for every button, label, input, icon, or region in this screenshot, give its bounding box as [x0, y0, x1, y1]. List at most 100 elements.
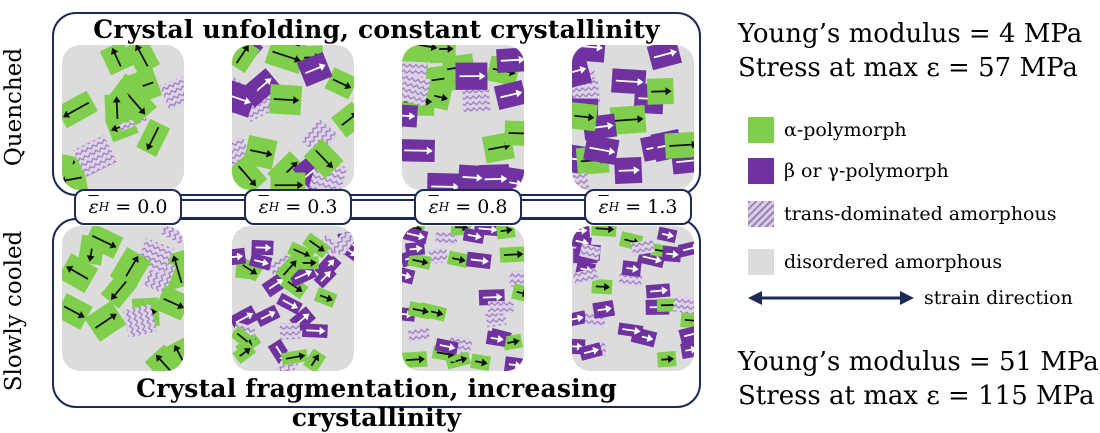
alpha-crystal	[313, 287, 338, 308]
trans-crystal	[428, 247, 448, 265]
trans-crystal	[435, 231, 458, 245]
alpha-crystal	[407, 301, 433, 320]
strain-symbol: ε	[428, 196, 439, 218]
beta-crystal	[572, 53, 592, 90]
trans-crystal	[330, 229, 354, 257]
beta-crystal	[248, 252, 273, 271]
beta-crystal	[434, 338, 459, 355]
morphology-graphic	[232, 45, 354, 190]
trans-crystal	[300, 118, 339, 157]
morphology-graphic	[62, 45, 184, 190]
beta-crystal	[402, 103, 418, 128]
beta-crystal	[661, 245, 682, 263]
slowly-cooled-side-label: Slowly cooled	[1, 230, 27, 392]
trans-crystal	[630, 239, 655, 256]
morphology-graphic	[402, 226, 524, 371]
legend-trans: trans-dominated amorphous	[748, 201, 1057, 227]
beta-crystal	[313, 265, 337, 289]
strain-symbol: ε	[598, 196, 609, 218]
morphology-graphic	[402, 45, 524, 190]
trans-crystal	[509, 271, 524, 288]
beta-crystal	[617, 322, 644, 338]
morphology-quenched-3	[572, 45, 694, 190]
quenched-modulus: Young’s modulus = 4 MPa	[738, 19, 1083, 49]
beta-crystal	[288, 263, 317, 288]
beta-crystal	[621, 260, 642, 277]
strain-value: = 1.3	[625, 196, 678, 218]
alpha-crystal	[591, 278, 613, 295]
strain-symbol: ε	[88, 196, 99, 218]
alpha-crystal	[243, 134, 278, 170]
trans-crystal	[122, 304, 157, 338]
beta-crystal	[455, 62, 488, 90]
alpha-crystal	[114, 81, 157, 125]
trans-crystal	[279, 322, 301, 340]
alpha-crystal	[136, 118, 171, 157]
beta-crystal	[402, 226, 429, 245]
double-arrow-icon	[748, 291, 914, 305]
beta-crystal	[592, 300, 616, 319]
alpha-crystal	[232, 45, 260, 74]
beta-crystal	[677, 239, 694, 258]
beta-crystal	[301, 323, 328, 338]
beta-crystal	[611, 68, 647, 95]
alpha-crystal	[572, 102, 598, 132]
alpha-crystal	[591, 226, 617, 237]
beta-crystal	[276, 292, 303, 315]
alpha-crystal	[499, 246, 524, 263]
quenched-panel-title: Crystal unfolding, constant crystallinit…	[93, 15, 660, 44]
alpha-crystal	[99, 45, 134, 76]
alpha-crystal	[84, 300, 127, 342]
quenched-stress: Stress at max ε = 57 MPa	[738, 53, 1078, 83]
trans-swatch	[748, 201, 774, 227]
alpha-crystal	[264, 45, 307, 75]
beta-crystal	[251, 239, 274, 256]
alpha-crystal	[402, 351, 428, 368]
alpha-crystal	[83, 226, 124, 259]
trans-crystal	[572, 267, 599, 286]
beta-crystal	[457, 164, 486, 190]
beta-crystal	[462, 227, 485, 244]
morphology-graphic	[572, 45, 694, 190]
alpha-crystal	[495, 226, 516, 240]
disordered-swatch	[748, 249, 774, 275]
beta-crystal	[572, 310, 587, 327]
beta-crystal	[578, 342, 603, 361]
beta-crystal	[402, 139, 435, 163]
trans-crystal	[487, 300, 514, 314]
morphology-slow-3	[572, 226, 694, 371]
trans-crystal	[407, 327, 431, 343]
alpha-crystal	[124, 45, 161, 76]
strain-subscript: H	[98, 200, 110, 214]
trans-crystal	[579, 243, 602, 261]
alpha-crystal	[664, 131, 694, 159]
morphology-slow-1	[232, 226, 354, 371]
beta-crystal	[678, 323, 694, 345]
beta-crystal	[496, 47, 524, 73]
alpha-crystal	[62, 90, 98, 129]
alpha-crystal	[302, 232, 331, 259]
beta-crystal	[478, 164, 510, 190]
beta-crystal	[680, 340, 694, 359]
alpha-crystal	[280, 349, 309, 366]
legend-strain-label: strain direction	[924, 287, 1073, 309]
trans-crystal	[402, 72, 431, 107]
beta-crystal	[402, 266, 416, 285]
alpha-crystal	[680, 312, 694, 329]
beta-crystal	[645, 283, 671, 299]
slowly-cooled-panel-title: Crystal fragmentation, increasing crysta…	[136, 374, 617, 432]
alpha-crystal	[232, 154, 268, 190]
beta-crystal	[405, 241, 426, 257]
legend-alpha: α-polymorph	[748, 117, 907, 143]
strain-value: = 0.3	[285, 196, 338, 218]
legend-trans-label: trans-dominated amorphous	[784, 203, 1057, 225]
slow-modulus: Young’s modulus = 51 MPa	[738, 347, 1099, 377]
strain-value: = 0.0	[115, 196, 168, 218]
beta-crystal	[254, 304, 281, 328]
alpha-crystal	[402, 45, 443, 64]
strain-subscript: H	[268, 200, 280, 214]
